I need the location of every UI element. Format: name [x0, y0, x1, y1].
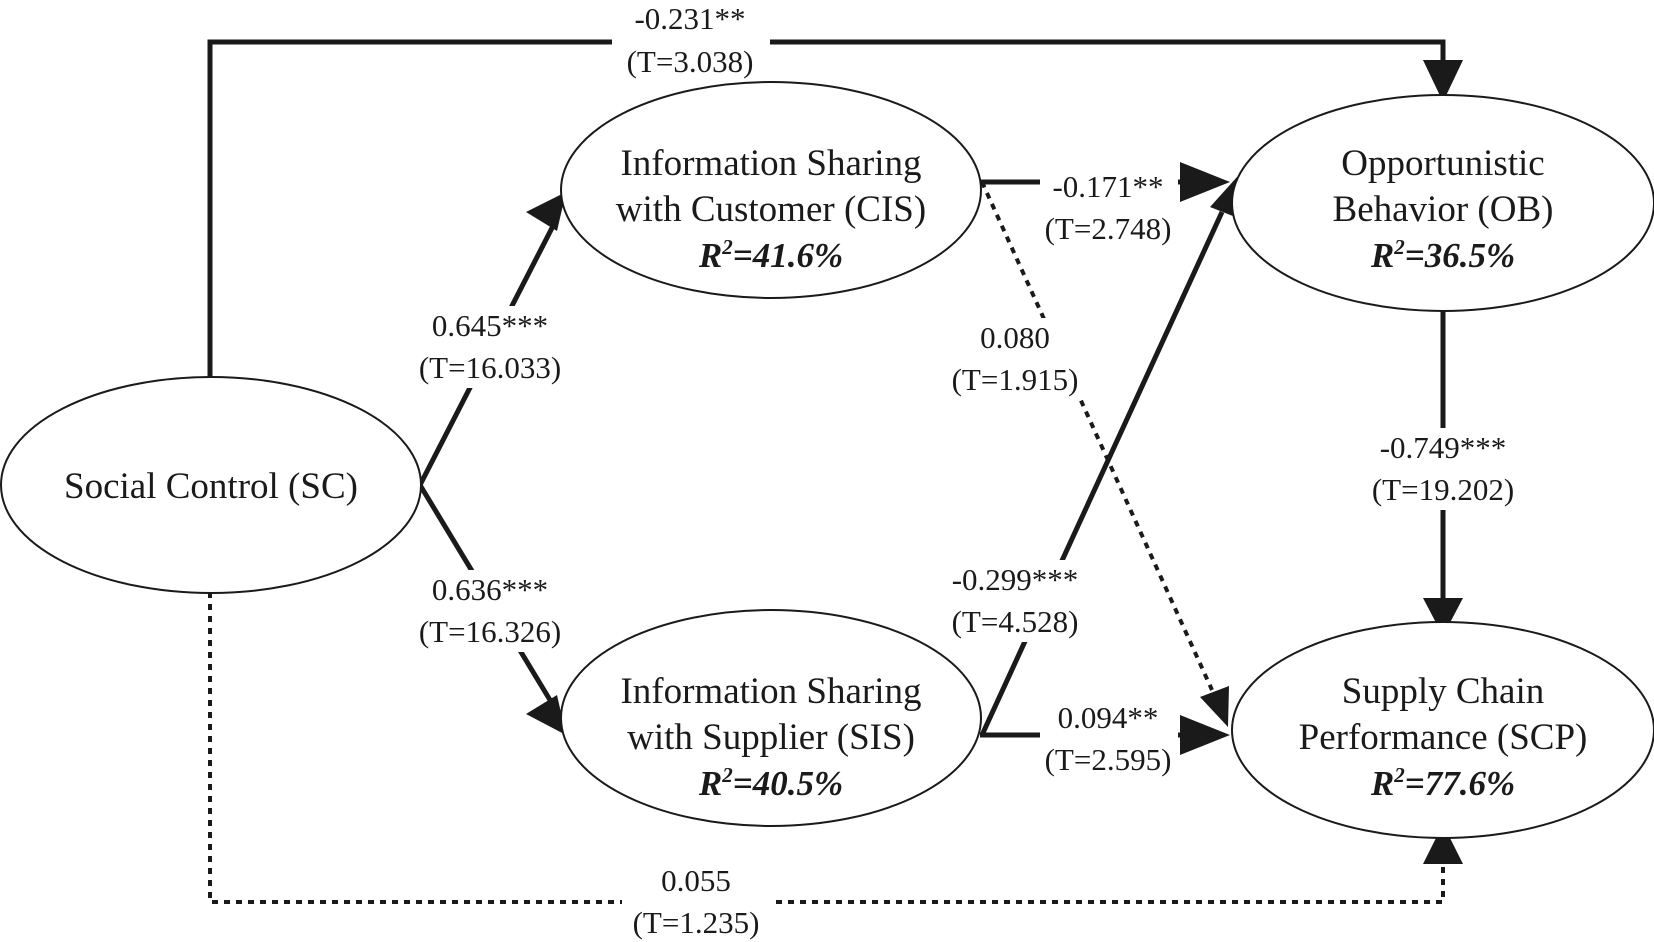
- node-cis-line2: with Customer (CIS): [616, 189, 926, 230]
- node-cis-line1: Information Sharing: [620, 143, 921, 184]
- node-scp-r2: R2=77.6%: [1370, 763, 1515, 803]
- coef-sc-scp: 0.055: [661, 863, 731, 898]
- coef-sis-scp: 0.094**: [1058, 700, 1159, 735]
- arrowhead-sc-scp: [1423, 824, 1463, 864]
- tvalue-sc-sis: (T=16.326): [419, 614, 561, 649]
- tvalue-ob-scp: (T=19.202): [1372, 472, 1514, 507]
- label-sis-scp: 0.094** (T=2.595): [1045, 700, 1172, 777]
- arrowhead-sis-scp: [1180, 715, 1230, 755]
- tvalue-cis-ob: (T=2.748): [1045, 211, 1172, 246]
- node-sis-r2: R2=40.5%: [698, 763, 843, 803]
- arrowhead-cis-scp: [1200, 686, 1229, 727]
- node-ob-line1: Opportunistic: [1341, 143, 1544, 184]
- node-information-sharing-customer: Information Sharing with Customer (CIS) …: [560, 81, 982, 299]
- label-bg-sc-ob: [612, 0, 770, 82]
- node-information-sharing-supplier: Information Sharing with Supplier (SIS) …: [560, 609, 982, 827]
- node-ob-r2: R2=36.5%: [1370, 235, 1515, 275]
- label-sc-cis: 0.645*** (T=16.033): [419, 308, 561, 385]
- node-scp-line2: Performance (SCP): [1299, 717, 1588, 758]
- tvalue-sis-ob: (T=4.528): [952, 604, 1079, 639]
- label-sc-scp: 0.055 (T=1.235): [633, 863, 760, 940]
- label-sc-ob: -0.231** (T=3.038): [627, 1, 754, 79]
- label-bg-sis-ob: [940, 560, 1090, 642]
- coef-sc-sis: 0.636***: [432, 572, 548, 607]
- tvalue-cis-scp: (T=1.915): [952, 362, 1079, 397]
- tvalue-sc-scp: (T=1.235): [633, 905, 760, 940]
- coef-sis-ob: -0.299***: [952, 562, 1079, 597]
- label-bg-sc-cis: [410, 306, 570, 388]
- label-bg-sc-sis: [410, 570, 570, 652]
- label-cis-scp: 0.080 (T=1.915): [952, 320, 1079, 397]
- path-sis-ob: [979, 210, 1225, 737]
- node-sis-line2: with Supplier (SIS): [627, 717, 915, 758]
- node-sc-label: Social Control (SC): [64, 466, 358, 507]
- path-sc-ob: [207, 39, 1446, 380]
- arrowhead-sc-ob: [1423, 60, 1463, 102]
- coef-ob-scp: -0.749***: [1380, 430, 1507, 465]
- node-scp-line1: Supply Chain: [1342, 671, 1545, 712]
- coef-sc-ob: -0.231**: [634, 1, 745, 36]
- arrowhead-cis-ob: [1180, 162, 1230, 202]
- arrowhead-sc-cis: [526, 192, 566, 231]
- arrowhead-sc-sis: [526, 695, 566, 735]
- label-sc-sis: 0.636*** (T=16.326): [419, 572, 561, 649]
- arrowhead-ob-scp: [1423, 598, 1463, 636]
- coef-cis-ob: -0.171**: [1052, 169, 1163, 204]
- node-opportunistic-behavior: Opportunistic Behavior (OB) R2=36.5%: [1231, 94, 1654, 312]
- node-cis-r2: R2=41.6%: [698, 235, 843, 275]
- tvalue-sc-ob: (T=3.038): [627, 44, 754, 79]
- node-ob-line2: Behavior (OB): [1333, 189, 1554, 230]
- coef-cis-scp: 0.080: [980, 320, 1050, 355]
- label-bg-cis-scp: [940, 318, 1090, 400]
- tvalue-sis-scp: (T=2.595): [1045, 742, 1172, 777]
- label-bg-sis-scp: [1040, 700, 1178, 782]
- label-cis-ob: -0.171** (T=2.748): [1045, 169, 1172, 246]
- coef-sc-cis: 0.645***: [432, 308, 548, 343]
- node-supply-chain-performance: Supply Chain Performance (SCP) R2=77.6%: [1231, 621, 1654, 839]
- arrowhead-sis-ob: [1210, 177, 1238, 218]
- label-bg-cis-ob: [1040, 168, 1178, 250]
- path-cis-scp: [980, 181, 1214, 691]
- node-social-control: Social Control (SC): [0, 376, 422, 594]
- label-bg-sc-scp: [622, 862, 770, 942]
- path-sc-scp: [208, 592, 1445, 904]
- node-sis-line1: Information Sharing: [620, 671, 921, 712]
- label-ob-scp: -0.749*** (T=19.202): [1372, 430, 1514, 507]
- label-sis-ob: -0.299*** (T=4.528): [952, 562, 1079, 639]
- tvalue-sc-cis: (T=16.033): [419, 350, 561, 385]
- label-bg-ob-scp: [1362, 428, 1524, 510]
